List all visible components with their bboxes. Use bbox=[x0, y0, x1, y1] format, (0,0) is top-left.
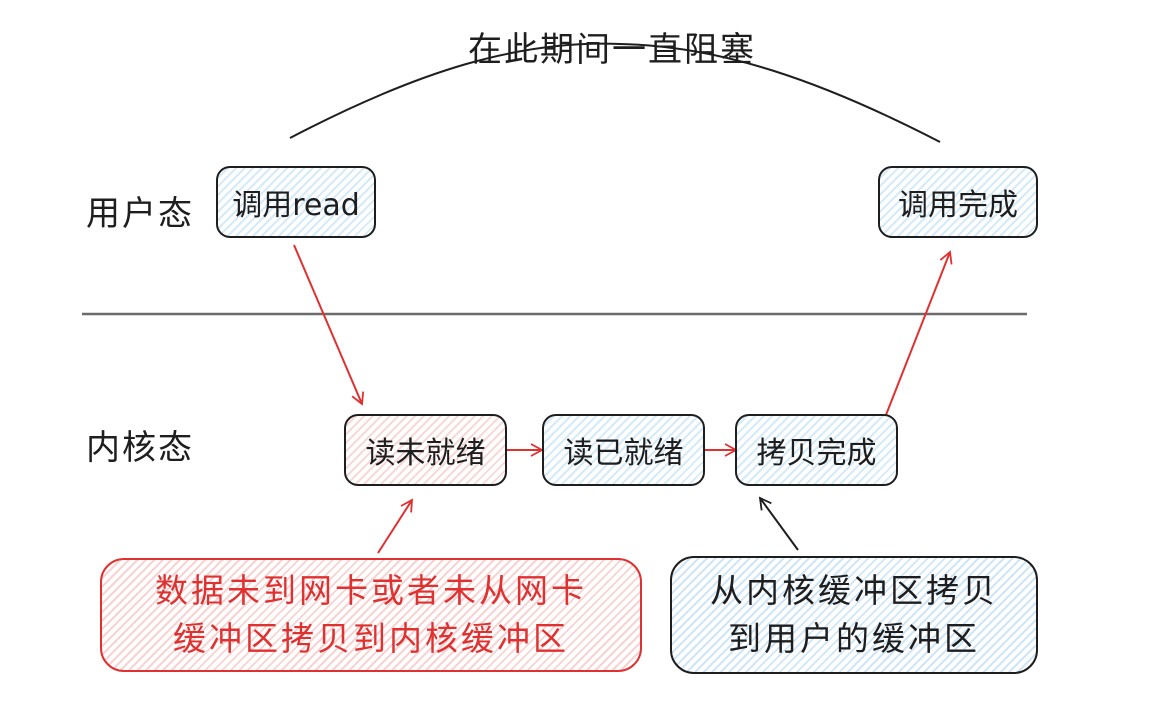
note-copy-explanation[interactable]: 从内核缓冲区拷贝 到用户的缓冲区 bbox=[670, 556, 1038, 674]
blocking-label: 在此期间一直阻塞 bbox=[468, 30, 756, 70]
node-call-done[interactable]: 调用完成 bbox=[878, 166, 1038, 238]
arrow-bluenote-to-copy bbox=[758, 496, 799, 551]
lane-label-kernel: 内核态 bbox=[86, 428, 194, 468]
note-red-line-2: 缓冲区拷贝到内核缓冲区 bbox=[173, 619, 569, 658]
arrow-call-to-notready bbox=[293, 244, 365, 406]
node-call-done-label: 调用完成 bbox=[898, 188, 1018, 223]
note-blue-line-1: 从内核缓冲区拷贝 bbox=[710, 571, 998, 610]
node-ready-label: 读已就绪 bbox=[563, 436, 684, 471]
node-not-ready[interactable]: 读未就绪 bbox=[344, 414, 507, 486]
node-ready[interactable]: 读已就绪 bbox=[542, 414, 705, 486]
node-copy-done[interactable]: 拷贝完成 bbox=[735, 414, 898, 486]
node-call-read[interactable]: 调用read bbox=[216, 166, 376, 238]
node-copy-done-label: 拷贝完成 bbox=[756, 436, 877, 471]
note-not-ready-explanation[interactable]: 数据未到网卡或者未从网卡 缓冲区拷贝到内核缓冲区 bbox=[100, 558, 642, 672]
blocking-arc bbox=[289, 42, 941, 143]
lane-label-user: 用户态 bbox=[86, 194, 194, 234]
node-call-read-label: 调用read bbox=[232, 188, 360, 223]
note-blue-line-2: 到用户的缓冲区 bbox=[728, 619, 980, 658]
arrow-rednote-to-notready bbox=[377, 498, 414, 554]
node-not-ready-label: 读未就绪 bbox=[365, 436, 486, 471]
arrow-copy-to-done bbox=[883, 250, 953, 421]
note-red-line-1: 数据未到网卡或者未从网卡 bbox=[155, 571, 587, 610]
